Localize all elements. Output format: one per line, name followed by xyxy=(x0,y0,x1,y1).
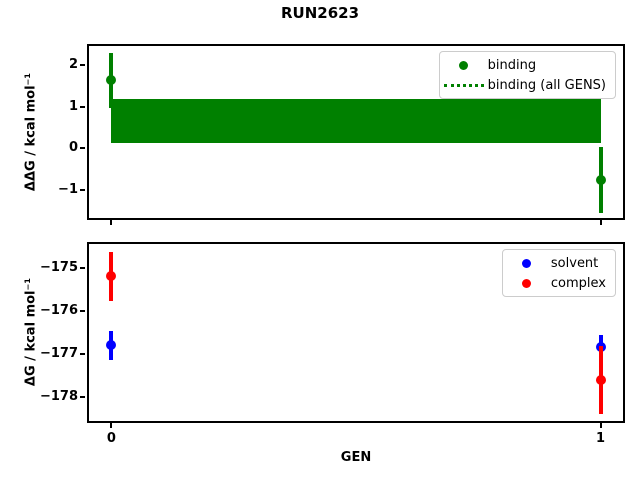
y-tick-label: 2 xyxy=(68,56,78,72)
band-mean-dotted-line xyxy=(111,120,601,123)
figure-title: RUN2623 xyxy=(280,4,360,22)
y-tick xyxy=(80,147,85,150)
y-tick xyxy=(80,353,85,356)
y-tick xyxy=(80,309,85,312)
y-tick xyxy=(80,396,85,399)
x-tick-label: 0 xyxy=(106,431,116,446)
y-tick-label: −1 xyxy=(58,181,78,197)
y-tick xyxy=(80,105,85,108)
legend-item: binding xyxy=(444,55,606,75)
legend-label: binding (all GENS) xyxy=(487,77,606,93)
y-tick xyxy=(80,188,85,191)
binding-legend-dot-icon xyxy=(459,60,469,70)
y-tick xyxy=(80,266,85,269)
y-tick-label: 1 xyxy=(68,98,78,114)
y-tick-label: −177 xyxy=(39,346,78,362)
binding-marker xyxy=(106,75,117,86)
legend: binding binding (all GENS) xyxy=(438,51,616,99)
complex-marker xyxy=(595,374,606,385)
top-y-axis-label: ΔΔG / kcal mol⁻¹ xyxy=(23,72,39,192)
dot-swatch xyxy=(444,60,484,70)
y-tick-label: 0 xyxy=(68,140,78,156)
dot-swatch xyxy=(507,258,547,268)
x-tick xyxy=(110,220,113,225)
legend-label: complex xyxy=(550,275,606,291)
x-tick xyxy=(599,220,602,225)
dot-swatch xyxy=(507,278,547,288)
solvent-legend-dot-icon xyxy=(522,258,532,268)
legend-item: complex xyxy=(507,273,606,293)
y-tick-label: −178 xyxy=(39,389,78,405)
binding-plot: 2 1 0 −1 binding binding (all GENS) xyxy=(58,44,625,225)
y-tick-label: −176 xyxy=(39,302,78,318)
legend: solvent complex xyxy=(501,249,616,297)
binding (all GENS)-legend-dotted-line-icon xyxy=(443,83,484,87)
x-tick-label: 1 xyxy=(596,431,606,446)
legend-item: binding (all GENS) xyxy=(443,75,606,95)
solvent-marker xyxy=(106,340,117,351)
binding-marker xyxy=(595,174,606,185)
x-axis-label: GEN xyxy=(340,450,372,465)
complex-marker xyxy=(106,271,117,282)
legend-label: binding xyxy=(487,57,537,73)
dg-plot: −175 −176 −177 −178 0 1 solvent complex xyxy=(40,242,625,446)
legend-label: solvent xyxy=(550,255,599,271)
y-tick xyxy=(80,63,85,66)
bottom-y-axis-label: ΔG / kcal mol⁻¹ xyxy=(23,277,39,387)
legend-item: solvent xyxy=(507,253,606,273)
y-tick-label: −175 xyxy=(39,259,78,275)
dotted-line-swatch xyxy=(443,83,484,87)
x-tick xyxy=(599,423,602,428)
complex-legend-dot-icon xyxy=(522,278,532,288)
x-tick xyxy=(110,423,113,428)
